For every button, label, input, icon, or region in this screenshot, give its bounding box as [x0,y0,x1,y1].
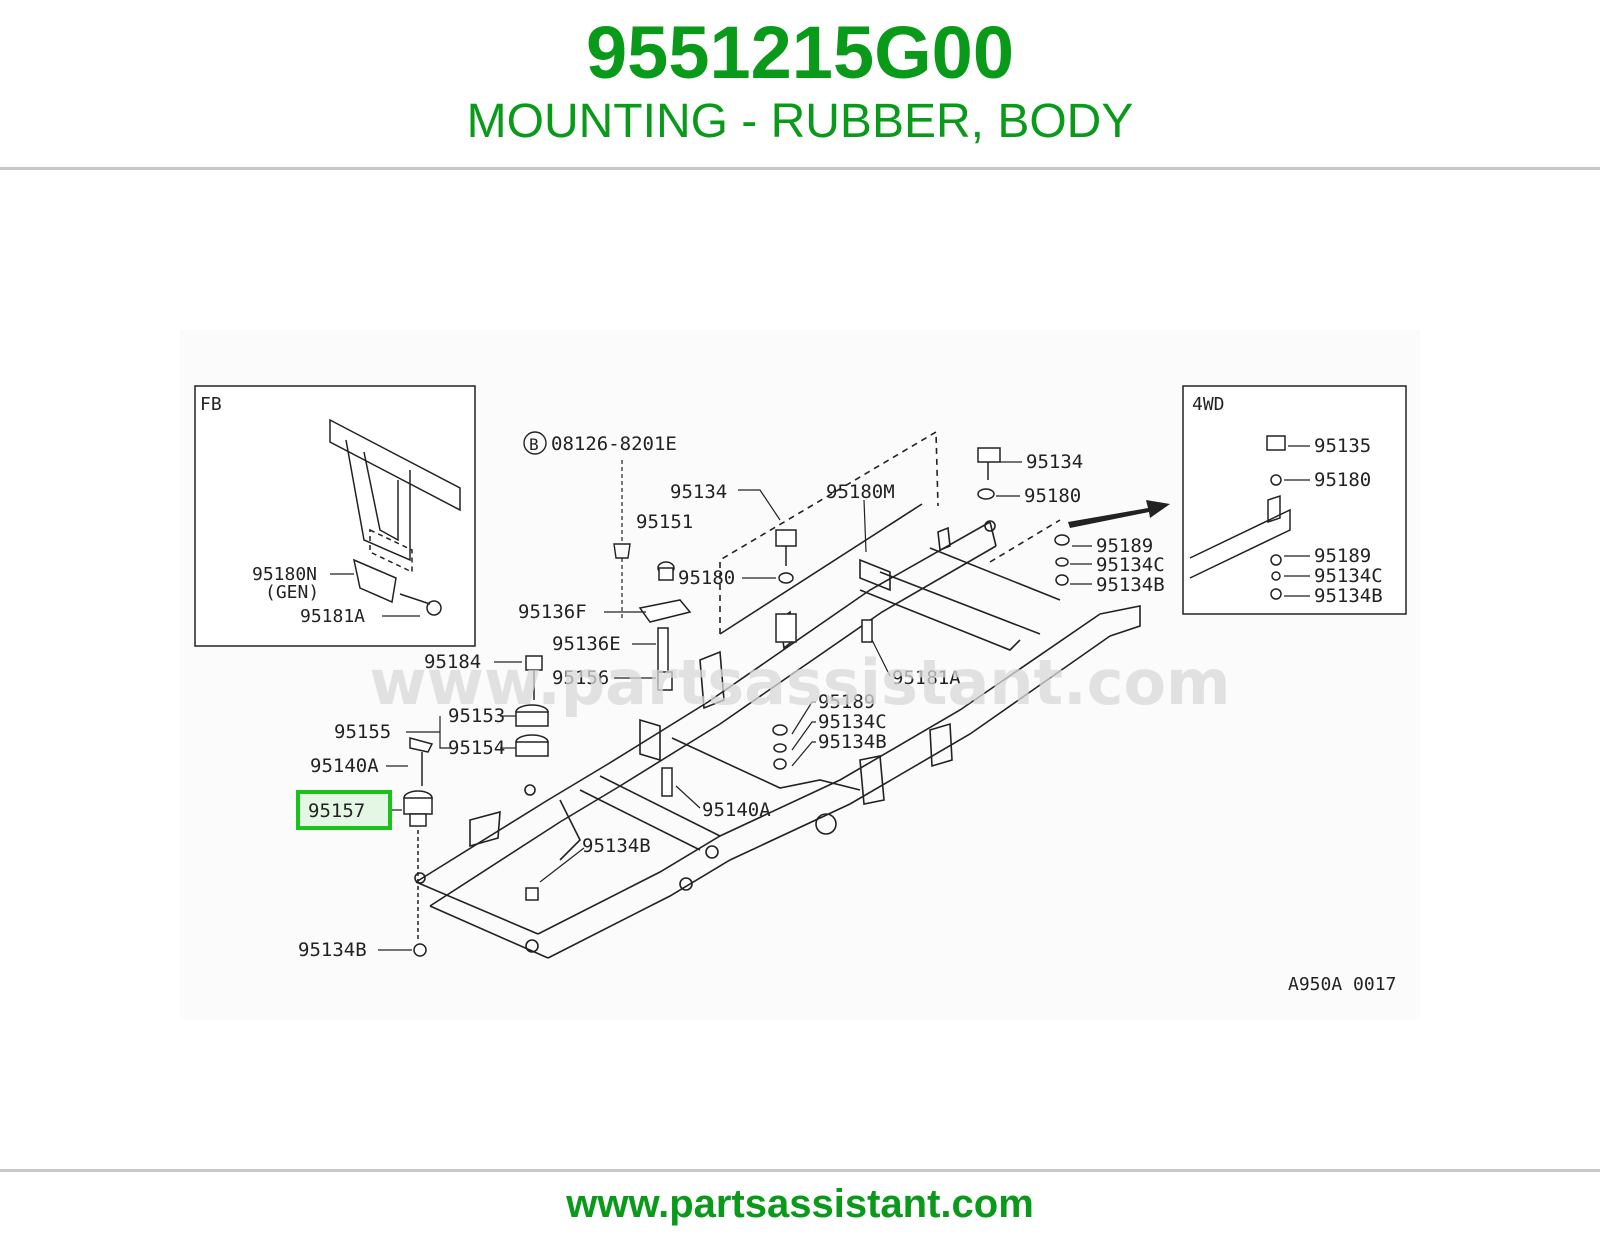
label-95134b-right: 95134B [1096,574,1165,596]
inset-fb-bracket-drawing [329,418,461,616]
label-95134c-right: 95134C [1096,554,1165,576]
label-95153: 95153 [448,705,505,727]
label-95157[interactable]: 95157 [308,800,365,822]
inset-fb-label-gen: (GEN) [265,582,319,603]
label-95134b-mid: 95134B [818,731,887,753]
leader-lines [378,461,1092,951]
label-95181a-mid: 95181A [892,667,961,689]
label-95151: 95151 [636,511,693,533]
diagram-ref-code: A950A 0017 [1288,974,1396,995]
inset-4wd-label-95135: 95135 [1314,435,1371,457]
part-description: MOUNTING - RUBBER, BODY [466,95,1134,148]
inset-4wd-label-95134c: 95134C [1314,565,1383,587]
inset-fb-label-95180n: 95180N [252,564,317,585]
watermark-text: www.partsassistant.com [369,646,1230,719]
inset-fb-title: FB [200,394,222,415]
highlighted-part-95157[interactable]: 95157 [296,790,392,830]
bolt-prefix: B [529,435,539,454]
label-95140a-mid: 95140A [702,799,771,821]
inset-fb-label-95181a: 95181A [300,606,365,627]
bolt-08126-8201e: B 08126-8201E [523,431,677,620]
part-labels: 95134 95151 95180 95180M 95134 95180 951… [298,451,1165,961]
highlight-box[interactable] [296,790,392,830]
exploded-frame-diagram: FB 95180N (GEN) 95181A 4WD [180,330,1420,1020]
footer-divider [0,1169,1600,1172]
arrow-to-4wd-icon [1068,500,1170,528]
label-95140a-left: 95140A [310,755,379,777]
label-95134c-mid: 95134C [818,711,887,733]
header-divider [0,167,1600,170]
inset-4wd-frame-drawing [1189,435,1291,600]
page-header: 9551215G00 MOUNTING - RUBBER, BODY [0,0,1600,170]
label-95189-mid: 95189 [818,691,875,713]
label-95154: 95154 [448,737,505,759]
footer-site-link[interactable]: www.partsassistant.com [566,1182,1034,1226]
inset-fb-leaders [330,573,420,617]
inset-4wd: 4WD 95135 95180 95189 95134C 95134B [1182,385,1407,615]
inset-4wd-title: 4WD [1192,394,1225,415]
chassis-frame-drawing [414,430,1141,959]
label-95136e: 95136E [552,633,621,655]
inset-4wd-label-95134b: 95134B [1314,585,1383,607]
label-95184: 95184 [424,651,481,673]
label-95180-right: 95180 [1024,485,1081,507]
inset-fb: FB 95180N (GEN) 95181A [194,385,476,647]
label-95156: 95156 [552,667,609,689]
bolt-circle-icon [523,431,547,455]
inset-4wd-label-95189: 95189 [1314,545,1371,567]
mount-parts-drawing [403,447,1070,957]
part-number-title: 9551215G00 [586,11,1014,94]
parts-diagram: FB 95180N (GEN) 95181A 4WD [0,170,1600,1168]
inset-4wd-label-95180: 95180 [1314,469,1371,491]
label-95155: 95155 [334,721,391,743]
label-95189-right: 95189 [1096,535,1153,557]
label-95136f: 95136F [518,601,587,623]
label-95180m: 95180M [826,481,895,503]
label-95134-top: 95134 [670,481,727,503]
bolt-number-label: 08126-8201E [551,433,677,455]
inset-4wd-leaders [1284,445,1310,597]
label-95180-mid: 95180 [678,567,735,589]
label-95134b-bottom: 95134B [298,939,367,961]
label-95134-right: 95134 [1026,451,1083,473]
label-95134b-low: 95134B [582,835,651,857]
